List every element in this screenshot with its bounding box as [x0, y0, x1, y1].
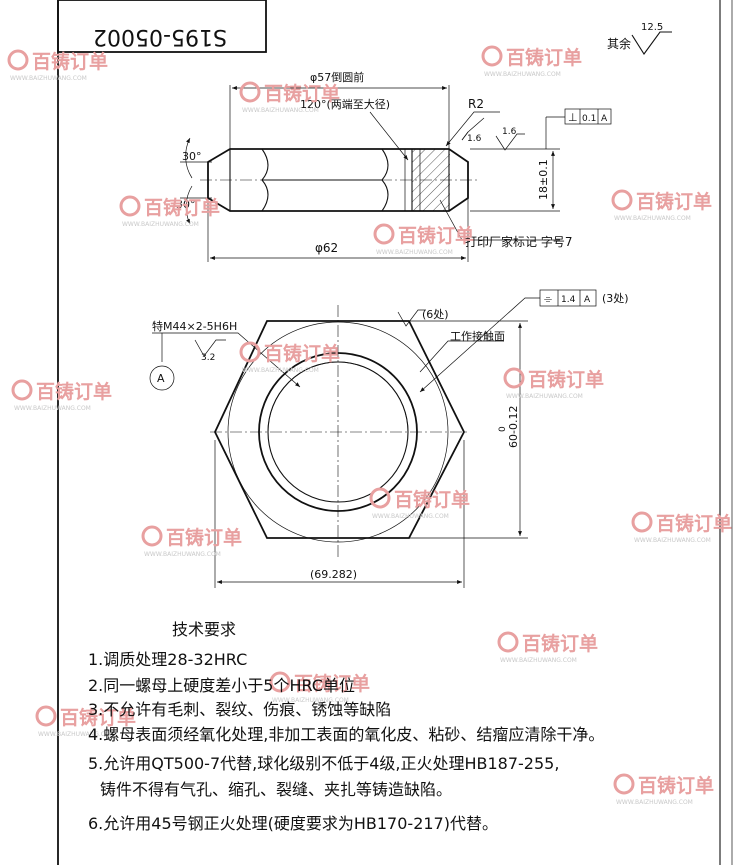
watermark: 百铸订单 WWW.BAIZHUWANG.COM [373, 223, 474, 256]
watermark: 百铸订单 WWW.BAIZHUWANG.COM [613, 773, 714, 806]
flatness-symbol: ⌯ [544, 294, 552, 305]
svg-text:WWW.BAIZHUWANG.COM: WWW.BAIZHUWANG.COM [272, 697, 349, 704]
watermark: 百铸订单 WWW.BAIZHUWANG.COM [11, 379, 112, 412]
svg-text:WWW.BAIZHUWANG.COM: WWW.BAIZHUWANG.COM [242, 367, 319, 374]
svg-text:百铸订单: 百铸订单 [264, 342, 340, 365]
flatness-datum: A [584, 295, 591, 305]
watermark: 百铸订单 WWW.BAIZHUWANG.COM [7, 49, 108, 82]
thread-label: 特M44×2-5H6H [152, 319, 237, 333]
roughness-other: 12.5 其余 [607, 22, 672, 55]
flatness-count: (3处) [602, 292, 629, 305]
note-item: 6.允许用45号钢正火处理(硬度要求为HB170-217)代替。 [88, 814, 498, 833]
svg-text:WWW.BAIZHUWANG.COM: WWW.BAIZHUWANG.COM [122, 221, 199, 228]
watermark: 百铸订单 WWW.BAIZHUWANG.COM [239, 341, 340, 374]
note-item: 2.同一螺母上硬度差小于5个HRC单位 [88, 676, 355, 695]
svg-text:WWW.BAIZHUWANG.COM: WWW.BAIZHUWANG.COM [634, 537, 711, 544]
watermark: 百铸订单 WWW.BAIZHUWANG.COM [481, 45, 582, 78]
svg-text:百铸订单: 百铸订单 [60, 706, 136, 729]
dim-chamfer-dia: φ57倒圆前 [310, 70, 364, 84]
watermark: 百铸订单 WWW.BAIZHUWANG.COM [119, 195, 220, 228]
perp-datum: A [601, 114, 608, 124]
roughness-other-value: 12.5 [641, 22, 663, 33]
svg-text:WWW.BAIZHUWANG.COM: WWW.BAIZHUWANG.COM [500, 657, 577, 664]
watermark: 百铸订单 WWW.BAIZHUWANG.COM [631, 511, 732, 544]
roughness-other-label: 其余 [607, 36, 631, 51]
svg-text:百铸订单: 百铸订单 [32, 50, 108, 73]
radius-label: R2 [468, 97, 484, 111]
svg-text:WWW.BAIZHUWANG.COM: WWW.BAIZHUWANG.COM [144, 551, 221, 558]
flatness-tol: 1.4 [561, 295, 576, 305]
contact-face-label: 工作接触面 [450, 329, 505, 343]
note-item: 5.允许用QT500-7代替,球化级别不低于4级,正火处理HB187-255, [88, 754, 560, 773]
note-item: 铸件不得有气孔、缩孔、裂缝、夹扎等铸造缺陷。 [100, 780, 453, 799]
svg-text:百铸订单: 百铸订单 [36, 380, 112, 403]
watermark: 百铸订单 WWW.BAIZHUWANG.COM [141, 525, 242, 558]
dim-chamfer-note: 120°(两端至大径) [300, 97, 390, 111]
note-item: 3.不允许有毛刺、裂纹、伤痕、锈蚀等缺陷 [88, 700, 392, 719]
note-item: 1.调质处理28-32HRC [88, 650, 248, 669]
marking-note: 打印厂家标记 字号7 [465, 234, 572, 249]
watermark: 百铸订单 WWW.BAIZHUWANG.COM [497, 631, 598, 664]
svg-text:百铸订单: 百铸订单 [528, 368, 604, 391]
perp-tol: 0.1 [582, 114, 596, 124]
top-view [149, 289, 597, 588]
dim-outer-dia: φ62 [315, 241, 338, 255]
watermark: 百铸订单 WWW.BAIZHUWANG.COM [503, 367, 604, 400]
svg-text:百铸订单: 百铸订单 [522, 632, 598, 655]
svg-text:百铸订单: 百铸订单 [506, 46, 582, 69]
across-flats-dim: 60-0.12 [507, 406, 520, 448]
svg-text:WWW.BAIZHUWANG.COM: WWW.BAIZHUWANG.COM [372, 513, 449, 520]
drawing-frame [57, 0, 733, 865]
svg-text:WWW.BAIZHUWANG.COM: WWW.BAIZHUWANG.COM [14, 405, 91, 412]
svg-text:WWW.BAIZHUWANG.COM: WWW.BAIZHUWANG.COM [10, 75, 87, 82]
svg-text:百铸订单: 百铸订单 [294, 672, 370, 695]
perp-symbol: ⊥ [568, 111, 578, 124]
svg-text:WWW.BAIZHUWANG.COM: WWW.BAIZHUWANG.COM [242, 107, 319, 114]
thickness-dim: 18±0.1 [537, 159, 550, 200]
watermark: 百铸订单 WWW.BAIZHUWANG.COM [269, 671, 370, 704]
front-view [180, 85, 612, 262]
across-flats-tol: 0 [498, 426, 508, 432]
radius-roughness: 1.6 [467, 134, 482, 144]
notes-title: 技术要求 [172, 620, 237, 639]
watermark: 百铸订单 WWW.BAIZHUWANG.COM [35, 705, 136, 738]
svg-text:WWW.BAIZHUWANG.COM: WWW.BAIZHUWANG.COM [376, 249, 453, 256]
svg-text:百铸订单: 百铸订单 [264, 82, 340, 105]
svg-text:百铸订单: 百铸订单 [638, 774, 714, 797]
datum-label: A [157, 372, 165, 385]
svg-text:WWW.BAIZHUWANG.COM: WWW.BAIZHUWANG.COM [38, 731, 115, 738]
svg-text:WWW.BAIZHUWANG.COM: WWW.BAIZHUWANG.COM [614, 215, 691, 222]
watermark: 百铸订单 WWW.BAIZHUWANG.COM [611, 189, 712, 222]
watermarks: 百铸订单 WWW.BAIZHUWANG.COM 百铸订单 WWW.BAIZHUWAN… [7, 45, 732, 806]
thread-roughness: 3.2 [201, 353, 215, 363]
across-corners-dim: (69.282) [310, 568, 357, 581]
svg-text:百铸订单: 百铸订单 [636, 190, 712, 213]
watermark: 百铸订单 WWW.BAIZHUWANG.COM [369, 487, 470, 520]
note-item: 4.螺母表面须经氧化处理,非加工表面的氧化皮、粘砂、结瘤应清除干净。 [88, 725, 605, 744]
angle-bottom: 30° [176, 198, 196, 211]
corner-note: (6处) [422, 308, 449, 321]
watermark: 百铸订单 WWW.BAIZHUWANG.COM [239, 81, 340, 114]
svg-text:WWW.BAIZHUWANG.COM: WWW.BAIZHUWANG.COM [484, 71, 561, 78]
svg-text:WWW.BAIZHUWANG.COM: WWW.BAIZHUWANG.COM [616, 799, 693, 806]
svg-text:百铸订单: 百铸订单 [398, 224, 474, 247]
svg-text:百铸订单: 百铸订单 [166, 526, 242, 549]
svg-text:百铸订单: 百铸订单 [394, 488, 470, 511]
svg-text:百铸订单: 百铸订单 [144, 196, 220, 219]
face-roughness: 1.6 [502, 127, 517, 137]
part-number: S195-05002 [93, 24, 227, 49]
angle-top: 30° [182, 150, 202, 163]
svg-text:WWW.BAIZHUWANG.COM: WWW.BAIZHUWANG.COM [506, 393, 583, 400]
svg-text:百铸订单: 百铸订单 [656, 512, 732, 535]
